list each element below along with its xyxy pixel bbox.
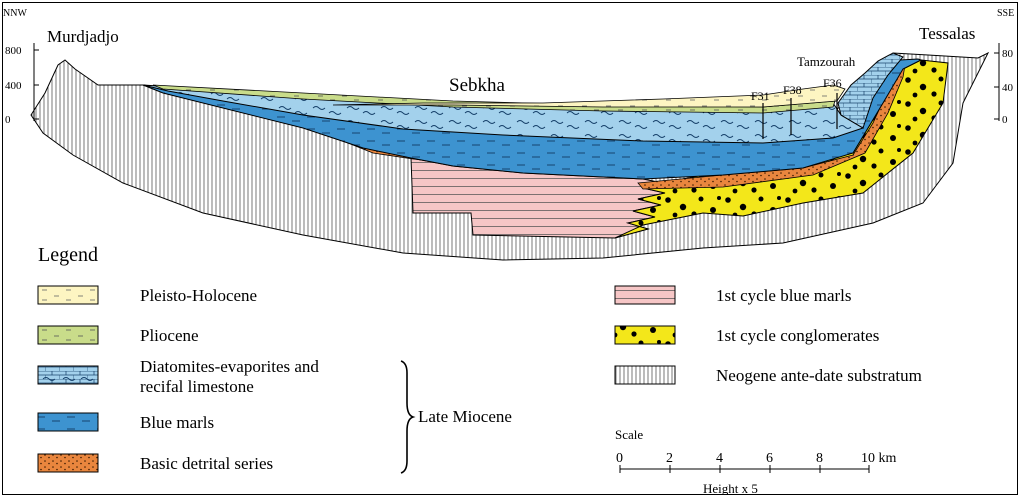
- well-label-f31: F31: [751, 89, 770, 103]
- scale-tick-4: 4: [716, 451, 723, 466]
- scale-tick-0: 0: [616, 451, 623, 466]
- right-elevation-axis: [994, 43, 1000, 121]
- label-tessalas: Tessalas: [919, 24, 975, 43]
- legend-label-pliocene: Pliocene: [140, 326, 199, 345]
- cross-section-diagram: F31 F38 F36 NNW 800 400 0 SSE 80 40 0 Mu…: [3, 8, 1014, 495]
- label-tamzourah: Tamzourah: [797, 54, 856, 69]
- right-tick-80: 80: [1002, 48, 1014, 60]
- right-tick-40: 40: [1002, 82, 1014, 94]
- swatch-blue-marls: [37, 412, 99, 432]
- layer-recifal-limestone: [837, 52, 904, 129]
- scale-height-note: Height x 5: [703, 481, 758, 495]
- swatch-basic-detrital: [37, 453, 99, 473]
- well-label-f36: F36: [823, 76, 842, 90]
- well-label-f38: F38: [783, 83, 802, 97]
- legend-label-basic-detrital: Basic detrital series: [140, 454, 273, 473]
- label-sebkha: Sebkha: [449, 75, 506, 96]
- late-miocene-brace: [400, 360, 416, 474]
- left-tick-800: 800: [5, 45, 22, 57]
- left-tick-0: 0: [5, 114, 11, 126]
- wells: [762, 93, 838, 139]
- legend-label-substratum: Neogene ante-date substratum: [716, 366, 922, 385]
- direction-left: NNW: [3, 8, 27, 19]
- left-tick-400: 400: [5, 80, 22, 92]
- direction-right: SSE: [997, 8, 1014, 19]
- scale-tick-2: 2: [666, 451, 673, 466]
- swatch-pliocene: [37, 325, 99, 345]
- legend-title: Legend: [38, 244, 98, 266]
- legend-label-first-cycle-conglomerates: 1st cycle conglomerates: [716, 326, 879, 345]
- label-murdjadjo: Murdjadjo: [47, 27, 119, 46]
- legend-label-first-cycle-blue-marls: 1st cycle blue marls: [716, 286, 852, 305]
- scale-title: Scale: [615, 427, 643, 442]
- legend-label-pleisto-holocene: Pleisto-Holocene: [140, 286, 257, 305]
- cross-section: F31 F38 F36 NNW 800 400 0 SSE 80 40 0 Mu…: [3, 8, 1014, 261]
- right-tick-0: 0: [1002, 114, 1008, 126]
- swatch-diatomites: [37, 365, 99, 385]
- swatch-first-cycle-conglomerates: [614, 325, 676, 345]
- swatch-first-cycle-blue-marls: [614, 285, 676, 305]
- late-miocene-label: Late Miocene: [418, 407, 512, 426]
- swatch-substratum: [614, 365, 676, 385]
- layer-pleisto-holocene: [332, 84, 846, 108]
- scale-bar: Scale 0 2 4 6 8 10 km Height x 5: [615, 427, 897, 495]
- scale-tick-8: 8: [816, 451, 823, 466]
- left-elevation-axis: [33, 43, 39, 121]
- legend-label-blue-marls: Blue marls: [140, 413, 214, 432]
- legend-label-diatomites-line1: Diatomites-evaporites and: [140, 357, 319, 376]
- scale-tick-6: 6: [766, 451, 773, 466]
- scale-tick-10km: 10 km: [861, 451, 897, 466]
- legend: Legend Pleisto-Holocene Pliocene Diatomi…: [37, 244, 922, 474]
- swatch-pleisto-holocene: [37, 285, 99, 305]
- legend-label-diatomites-line2: recifal limestone: [140, 377, 254, 396]
